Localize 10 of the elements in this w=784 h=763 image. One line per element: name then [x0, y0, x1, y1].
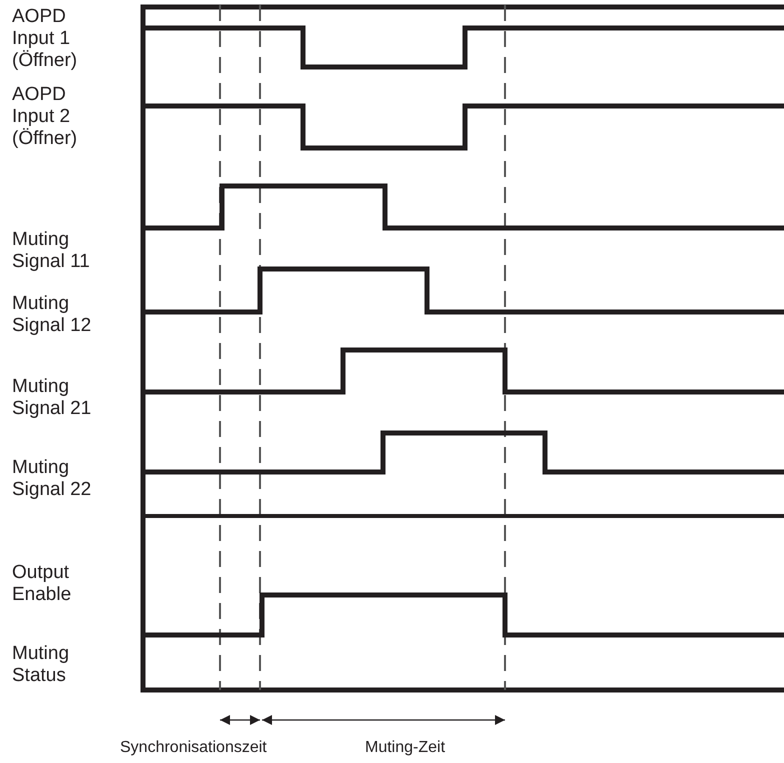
signal-label: Muting Signal 12	[12, 293, 92, 337]
signal-label: AOPD Input 2 (Öffner)	[12, 84, 78, 150]
signal-label: Muting Signal 11	[12, 229, 91, 273]
signal-label: AOPD Input 1 (Öffner)	[12, 6, 78, 72]
dimension-label: Muting-Zeit	[365, 738, 446, 758]
signal-label: Muting Status	[12, 643, 70, 687]
signal-label: Muting Signal 21	[12, 376, 92, 420]
signal-label: Muting Signal 22	[12, 457, 92, 501]
dimension-label: Synchronisationszeit	[120, 738, 267, 758]
signal-label: Output Enable	[12, 562, 72, 606]
